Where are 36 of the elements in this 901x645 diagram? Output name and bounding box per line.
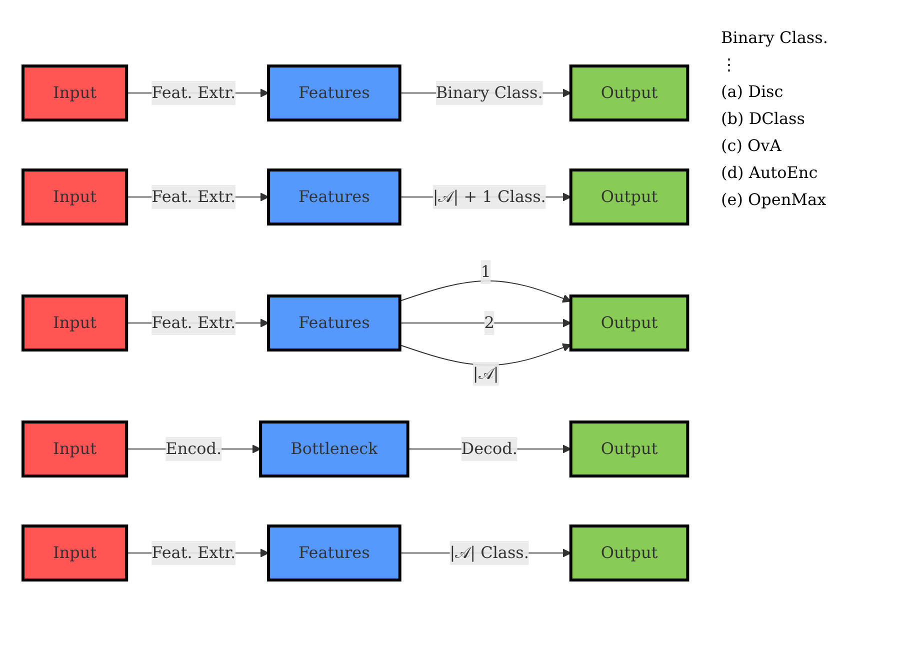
- edge-label: Feat. Extr.: [152, 82, 236, 102]
- edge-label: Binary Class.: [436, 82, 543, 102]
- edge-label: Feat. Extr.: [152, 186, 236, 206]
- caption-text: (a) Disc: [721, 82, 784, 101]
- arrow: [400, 318, 572, 327]
- node-box: Input: [22, 420, 128, 477]
- edge-label: Decod.: [461, 438, 518, 458]
- edge-label: Encod.: [166, 438, 222, 458]
- caption-text: (e) OpenMax: [721, 190, 828, 209]
- edge-label: |𝒜|: [473, 363, 499, 382]
- node-box: Output: [570, 420, 690, 477]
- arrow: [400, 280, 572, 302]
- caption-text: ⋮: [721, 55, 738, 74]
- caption-text: (c) OvA: [721, 136, 782, 155]
- node-box: Output: [570, 64, 690, 121]
- node-box: Bottleneck: [259, 420, 410, 477]
- edge-label: |𝒜| + 1 Class.: [432, 186, 546, 206]
- node-box: Features: [267, 524, 402, 581]
- node-box: Features: [267, 64, 402, 121]
- edge-label: Feat. Extr.: [152, 312, 236, 332]
- node-box: Input: [22, 64, 128, 121]
- node-box: Output: [570, 168, 690, 225]
- node-box: Output: [570, 524, 690, 581]
- edge-label: Feat. Extr.: [152, 542, 236, 562]
- caption-text: Binary Class.: [721, 28, 829, 47]
- node-box: Features: [267, 294, 402, 351]
- caption-text: (b) DClass: [721, 109, 806, 128]
- node-box: Output: [570, 294, 690, 351]
- edge-label: |𝒜| Class.: [450, 542, 530, 562]
- node-box: Input: [22, 524, 128, 581]
- node-box: Input: [22, 294, 128, 351]
- node-box: Input: [22, 168, 128, 225]
- node-box: Features: [267, 168, 402, 225]
- edge-label: 1: [480, 262, 492, 281]
- caption-text: (d) AutoEnc: [721, 163, 819, 182]
- edge-label: 2: [484, 312, 495, 332]
